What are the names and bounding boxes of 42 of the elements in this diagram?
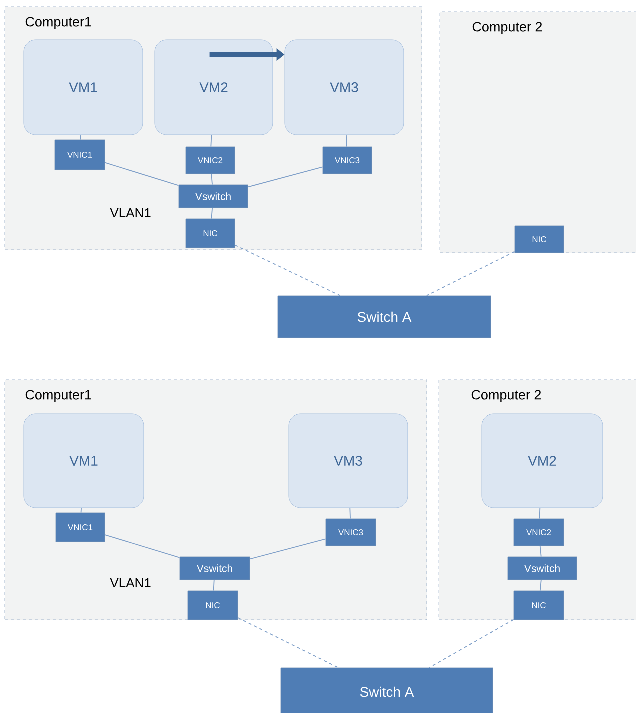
nic-box: VNIC2 (514, 518, 564, 546)
connector-line (539, 508, 541, 520)
connector-line (80, 134, 82, 140)
connector-line (540, 546, 542, 558)
connector-line (346, 134, 348, 148)
network-link (426, 251, 516, 296)
vm-box: VM2 (154, 40, 274, 136)
network-link (234, 244, 341, 296)
vswitch-box: Vswitch (178, 184, 248, 208)
switch-box: Switch A (278, 296, 492, 338)
nic-box: VNIC2 (186, 146, 236, 174)
vm-box: VM1 (24, 40, 144, 136)
vswitch-box: Vswitch (508, 556, 578, 580)
connector-line (350, 508, 351, 520)
connector-line (80, 508, 82, 514)
nic-box: VNIC3 (322, 146, 372, 174)
vm-box: VM3 (288, 414, 408, 508)
connector-line (210, 134, 212, 148)
connector-line (211, 208, 213, 220)
connector-line (250, 538, 326, 560)
vm-box: VM3 (284, 40, 404, 136)
connector-line (104, 162, 180, 186)
nic-box: NIC (186, 218, 236, 248)
vm-box: VM2 (482, 414, 604, 508)
connector-line (248, 166, 324, 188)
nic-box: VNIC1 (54, 140, 106, 170)
connector-line (104, 534, 180, 558)
network-label: VLAN1 (110, 208, 151, 218)
network-label: VLAN1 (110, 578, 151, 588)
nic-box: VNIC3 (326, 518, 376, 546)
nic-box: NIC (514, 226, 564, 254)
vm-box: VM1 (24, 414, 144, 508)
network-link (238, 618, 339, 668)
nic-box: NIC (514, 590, 564, 620)
nic-box: NIC (188, 590, 238, 620)
vswitch-box: Vswitch (180, 556, 250, 580)
switch-box: Switch A (280, 668, 494, 713)
network-link (429, 619, 514, 668)
nic-box: VNIC1 (56, 512, 106, 542)
connector-line (213, 580, 215, 592)
connector-line (211, 174, 213, 186)
connector-line (540, 580, 542, 592)
